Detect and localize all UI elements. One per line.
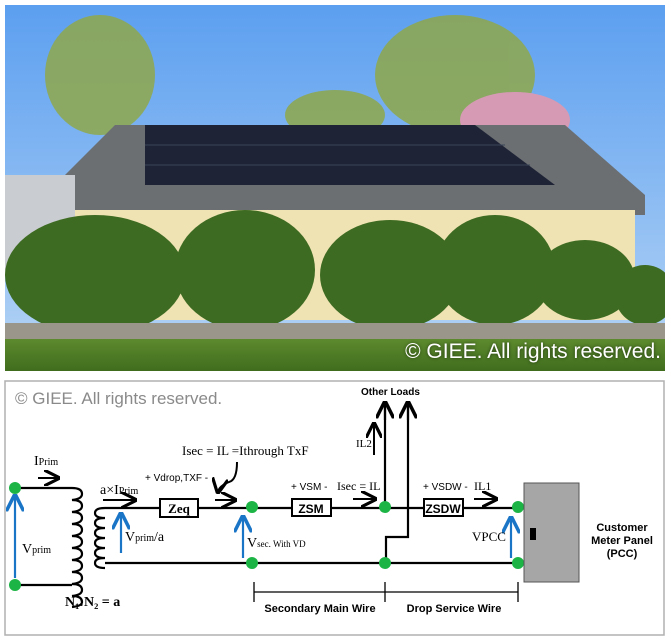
drop-service-wire-label: Drop Service Wire xyxy=(407,603,502,615)
impedances xyxy=(159,498,464,518)
svg-text:Vprim/a: Vprim/a xyxy=(125,530,165,545)
svg-text:IPrim: IPrim xyxy=(34,454,58,469)
svg-text:Vsec. With VD: Vsec. With VD xyxy=(247,536,306,551)
panel-line3-label: (PCC) xyxy=(607,548,638,560)
panel-line1-label: Customer xyxy=(596,522,648,534)
panel-line2-label: Meter Panel xyxy=(591,535,653,547)
solar-panels xyxy=(145,125,555,185)
i-prim-sub-label: Prim xyxy=(39,457,59,468)
lawn xyxy=(5,339,665,371)
v-prim-a-label: V xyxy=(125,530,135,545)
a-i-prim-sub-label: Prim xyxy=(119,486,139,497)
voltage-arrows xyxy=(15,496,511,578)
diagram-watermark: © GIEE. All rights reserved. xyxy=(15,389,222,408)
svg-text:Vprim: Vprim xyxy=(22,542,51,557)
a-i-prim-label: a×I xyxy=(100,483,119,498)
turns-ratio-label: N₁:N₂ = a xyxy=(65,595,120,610)
z-sdw-label: ZSDW xyxy=(425,502,461,516)
current-arrows xyxy=(38,424,496,500)
primary-coil xyxy=(71,486,84,609)
bushes xyxy=(5,210,665,335)
v-prim-label: V xyxy=(22,542,32,557)
secondary-coil xyxy=(93,506,106,570)
v-sec-sub-label: sec. With VD xyxy=(257,539,306,549)
i-sec-eq-label: Isec = IL =Ithrough TxF xyxy=(182,443,309,458)
other-loads-label: Other Loads xyxy=(361,387,420,398)
v-prim-a-sub-label: prim xyxy=(135,533,154,544)
nodes xyxy=(9,482,524,591)
zsm-box xyxy=(291,498,332,517)
i-prim-label: I xyxy=(34,454,39,469)
secondary-main-wire-label: Secondary Main Wire xyxy=(264,603,375,615)
v-drop-txf-label: + Vdrop,TXF - xyxy=(145,473,208,484)
v-pcc-label: VPCC xyxy=(472,529,506,544)
customer-meter-panel xyxy=(523,482,580,583)
v-sec-label: V xyxy=(247,536,257,551)
zeq-box xyxy=(159,498,199,518)
zsdw-box xyxy=(423,498,464,517)
z-sm-label: ZSM xyxy=(298,502,323,516)
v-sdw-label: + VSDW - xyxy=(423,482,468,493)
solar-house-photo xyxy=(5,5,665,371)
wires xyxy=(15,405,524,609)
v-prim-a-tail-label: /a xyxy=(154,530,165,545)
svg-text:a×IPrim: a×IPrim xyxy=(100,483,138,498)
i-sec-il-label: Isec = IL xyxy=(337,479,380,493)
v-prim-sub-label: prim xyxy=(32,545,51,556)
z-eq-label: Zeq xyxy=(168,501,190,516)
v-sm-label: + VSM - xyxy=(291,482,327,493)
photo-watermark: © GIEE. All rights reserved. xyxy=(405,340,661,363)
sidewalk xyxy=(5,323,665,339)
dimension-lines xyxy=(253,582,519,602)
i-l1-label: IL1 xyxy=(474,479,491,493)
i-l2-label: IL2 xyxy=(356,438,372,450)
